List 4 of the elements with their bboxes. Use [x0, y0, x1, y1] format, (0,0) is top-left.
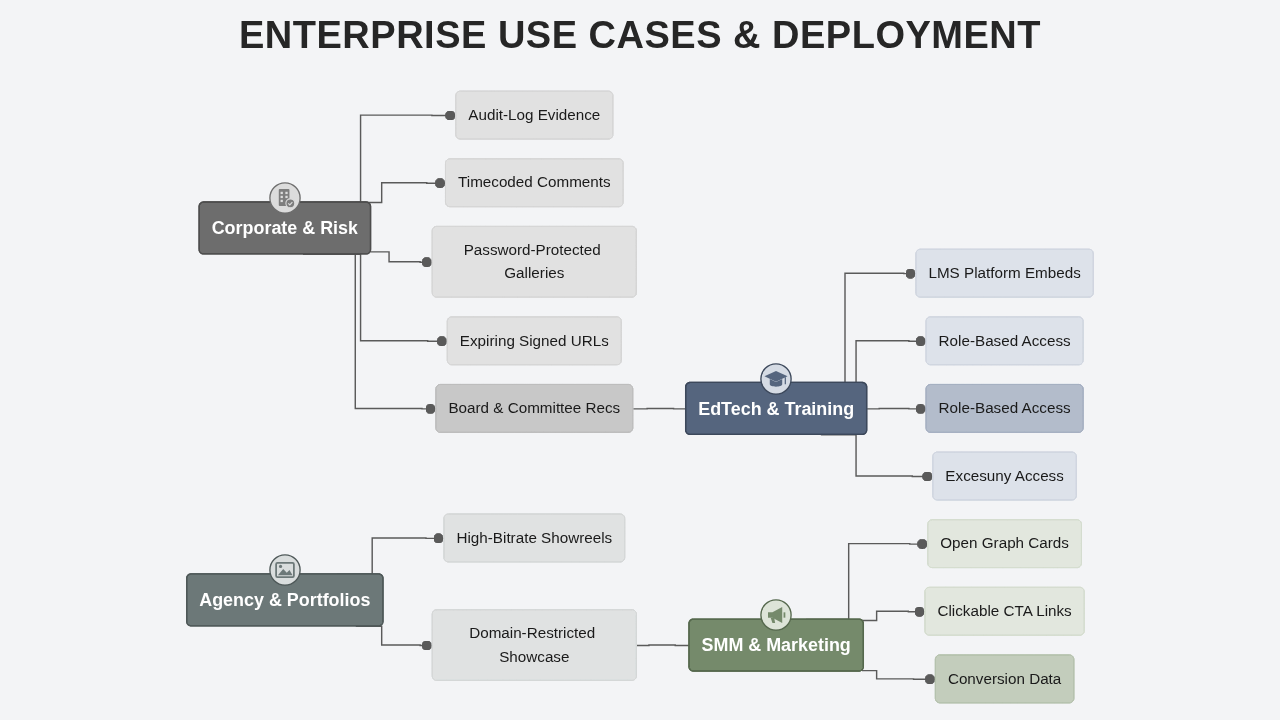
connector: [861, 669, 937, 685]
connector: [866, 403, 928, 415]
connector: [369, 251, 434, 268]
diagram-title: ENTERPRISE USE CASES & DEPLOYMENT: [238, 14, 1042, 57]
